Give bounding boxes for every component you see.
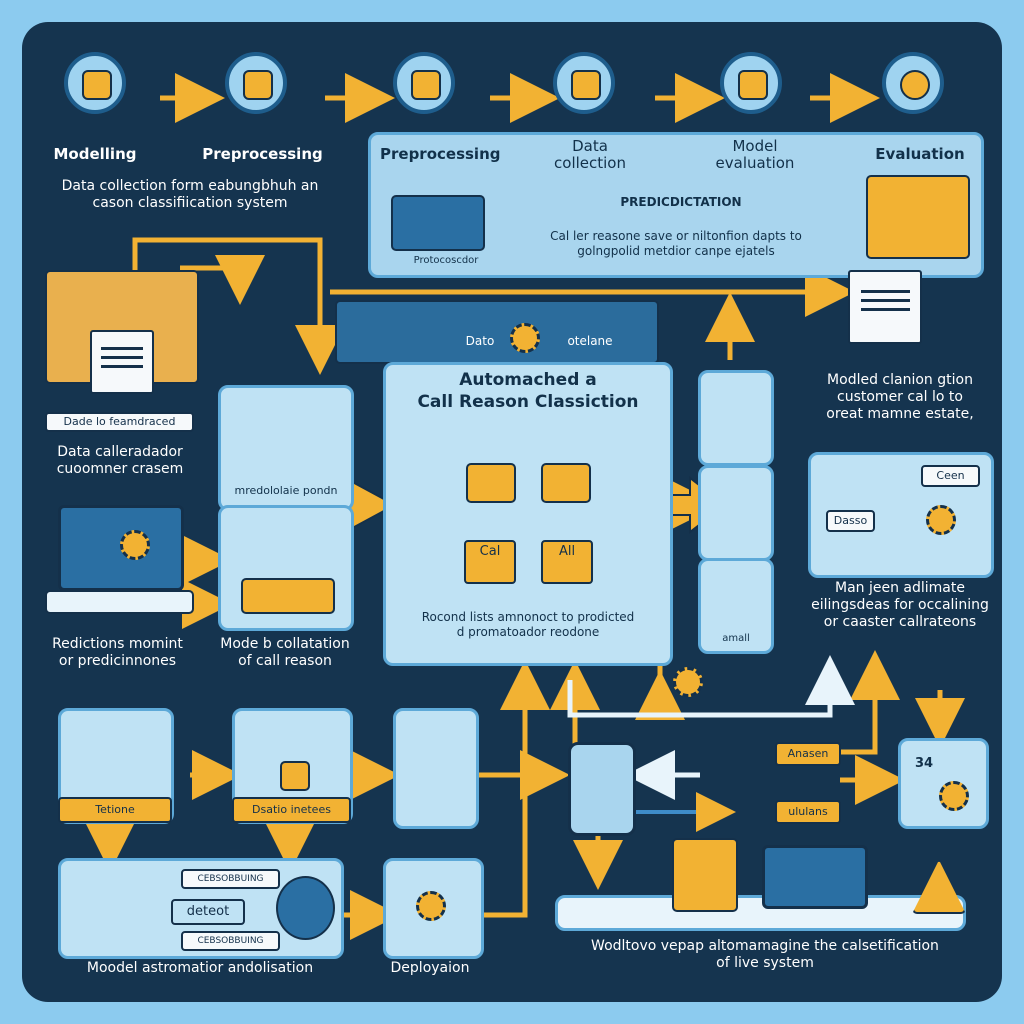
model-evaluation-label: Model evaluation — [715, 137, 795, 172]
chip-2: deteot — [171, 899, 245, 925]
prediction-title: PREDICDICTATION — [620, 195, 742, 209]
center-panel: Automached a Call Reason Classiction Cal… — [383, 362, 673, 666]
grid-icon — [866, 175, 970, 259]
deploy-gear-icon — [416, 891, 446, 921]
model-evaluation-icon — [720, 52, 782, 114]
preprocessing-icon — [225, 52, 287, 114]
final-box: 34 — [914, 756, 934, 771]
evaluation-label: Evaluation — [875, 145, 965, 163]
data-collection-icon — [553, 52, 615, 114]
predictions-caption: Redictions momint or predicinnones — [52, 636, 183, 669]
modelable-panel: mredololaie pondn — [218, 385, 354, 511]
chip-3: CEBSOBBUING — [181, 931, 280, 951]
hex-node — [280, 761, 310, 791]
top-caption: Data collection form eabungbhuh an cason… — [61, 178, 319, 211]
chip-1: CEBSOBBUING — [181, 869, 280, 889]
panel-tag: Ceen — [921, 465, 980, 487]
monitor-icon — [762, 845, 868, 909]
workstation-panel — [555, 895, 966, 931]
badge-1: Anasen — [775, 742, 841, 766]
bottom-panel-1: Tetione — [58, 708, 174, 824]
network-panel: Ceen Dasso — [808, 452, 994, 578]
phone-label: amall — [722, 633, 750, 644]
bottom-panel-2: Dsatio inetees — [232, 708, 353, 824]
final-gear-icon — [939, 781, 969, 811]
panel-tag-2: Dasso — [826, 510, 875, 532]
report-icon — [848, 270, 922, 344]
bottom-panel-3 — [393, 708, 479, 829]
header-gear-icon — [510, 323, 540, 353]
server-icon — [672, 838, 738, 912]
final-panel: 34 — [898, 738, 989, 829]
bottom-caption-left: Moodel astromatior andolisation — [86, 960, 314, 976]
model-caption: Modled clanion gtion customer cal lo to … — [826, 372, 974, 422]
bottom-caption-mid: Deployaion — [390, 960, 470, 976]
deploy-panel — [383, 858, 484, 959]
question-icon — [241, 578, 335, 614]
badge-2: ululans — [775, 800, 841, 824]
node-all: All — [541, 540, 593, 584]
prediction-body: Cal ler reasone save or niltonfion dapts… — [550, 229, 802, 258]
prediction-panel: PREDICDICTATION Cal ler reasone save or … — [368, 132, 984, 278]
preprocessing-2-label: Preprocessing — [380, 145, 501, 163]
data-document-icon — [90, 330, 154, 394]
tag-1: Tetione — [58, 797, 172, 823]
evaluation-icon — [882, 52, 944, 114]
mode-caption: Mode b collatation of call reason — [220, 636, 350, 669]
prediction-footer: Protocoscdor — [413, 255, 479, 266]
center-title-1: Automached a — [459, 370, 597, 390]
network-gear-icon — [926, 505, 956, 535]
modelling-icon — [64, 52, 126, 114]
bottom-caption-right: Wodltovo vepap altomamagine the calsetif… — [591, 938, 939, 971]
small-gear-icon — [673, 667, 703, 697]
customer-caption: Data calleradador cuoomner crasem — [56, 444, 184, 477]
mode-panel — [218, 505, 354, 631]
gear-icon — [120, 530, 150, 560]
center-footer: Rocond lists amnonoct to prodicted d pro… — [421, 610, 635, 639]
network-node-1 — [466, 463, 516, 503]
preprocessing-2-icon — [393, 52, 455, 114]
stair-chart-icon — [391, 195, 485, 251]
data-collection-label: Data collection — [554, 137, 626, 172]
disk-icon — [276, 876, 335, 940]
data-tag: Dade lo feamdraced — [45, 412, 194, 432]
modelling-label: Modelling — [53, 145, 137, 163]
center-title-2: Call Reason Classiction — [417, 392, 639, 412]
phone-device — [568, 742, 636, 836]
keyboard-icon — [45, 590, 194, 614]
phone-panel-3: amall — [698, 558, 774, 654]
many-caption: Man jeen adlimate eilingsdeas for occali… — [811, 580, 989, 630]
modelable-label: mredololaie pondn — [234, 484, 338, 497]
center-header-right: otelane — [567, 334, 613, 348]
network-node-2 — [541, 463, 591, 503]
preprocessing-label: Preprocessing — [202, 145, 323, 163]
pipeline-panel: CEBSOBBUING deteot CEBSOBBUING — [58, 858, 344, 959]
phone-panel-1 — [698, 370, 774, 466]
tag-2: Dsatio inetees — [232, 797, 351, 823]
phone-panel-2 — [698, 465, 774, 561]
center-header-left: Dato — [465, 334, 495, 348]
node-call: Cal — [464, 540, 516, 584]
center-header — [335, 300, 659, 364]
